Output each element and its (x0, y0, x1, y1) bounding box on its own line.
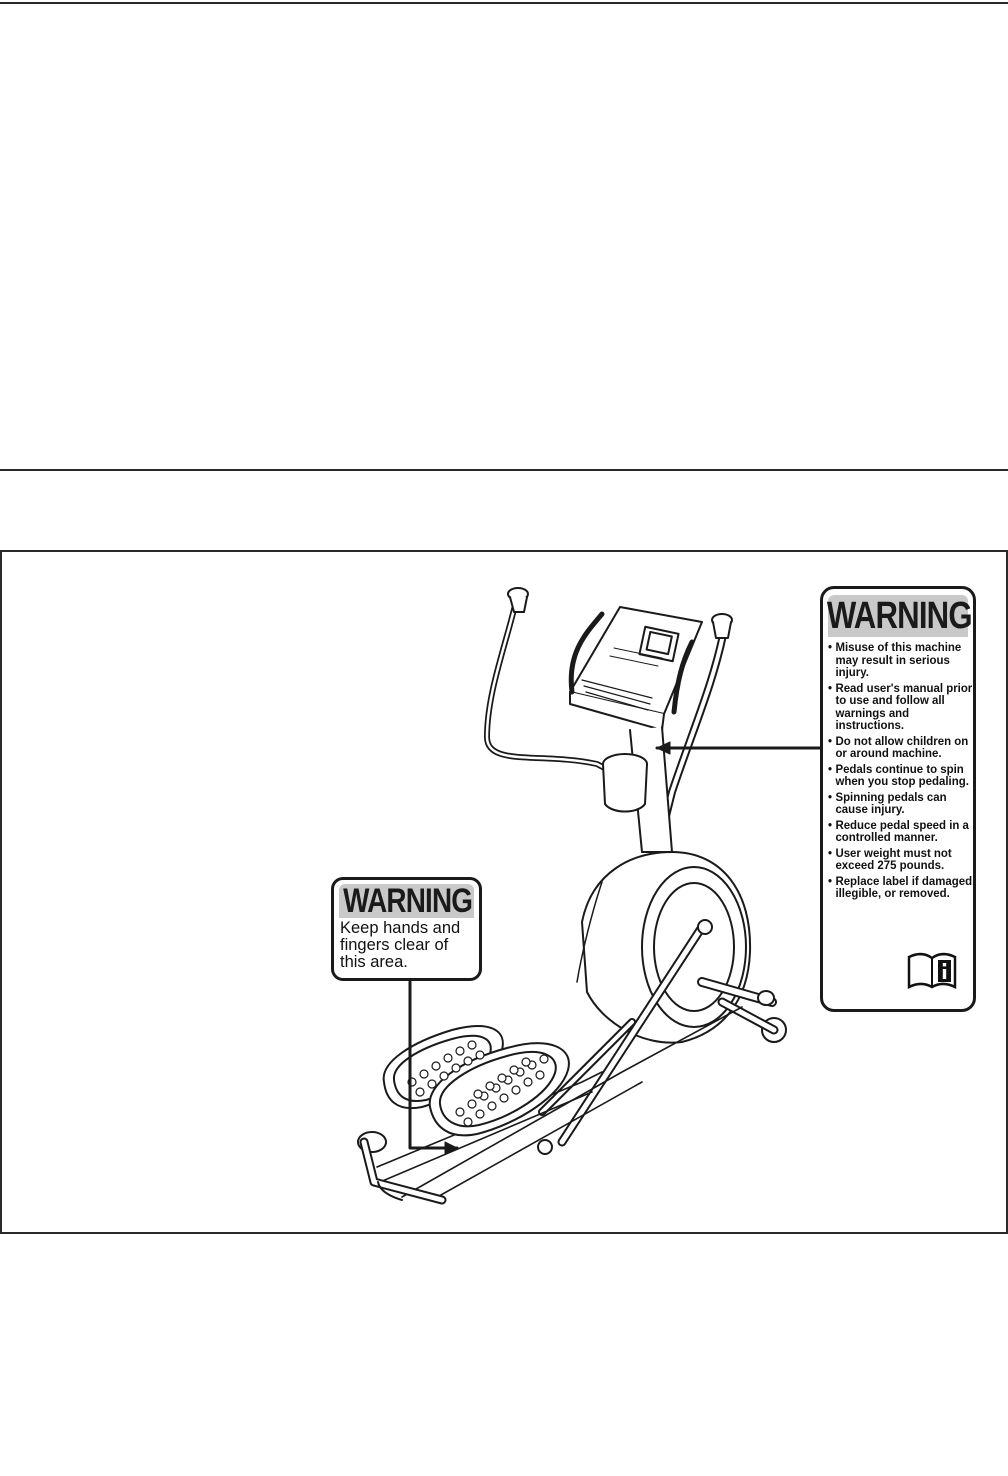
top-rule (0, 2, 1008, 4)
warning-header: WARNING (339, 881, 474, 920)
warning-heading: WARNING (343, 881, 473, 920)
warning-item: Reduce pedal speed in a controlled manne… (828, 818, 973, 844)
warning-label-figure: WARNING Keep hands and fingers clear of … (0, 550, 1008, 1234)
warning-heading: WARNING (826, 594, 973, 637)
console-warning-label: WARNING Misuse of this machine may resul… (820, 586, 976, 1012)
warning-item: Misuse of this machine may result in ser… (828, 641, 973, 679)
warning-item: Do not allow children on or around machi… (828, 734, 973, 760)
warning-item: Pedals continue to spin when you stop pe… (828, 762, 973, 788)
pedal-warning-label: WARNING Keep hands and fingers clear of … (331, 877, 482, 981)
read-manual-icon (907, 952, 957, 989)
warning-item: User weight must not exceed 275 pounds. (828, 846, 973, 872)
warning-item: Read user's manual prior to use and foll… (828, 681, 973, 732)
warning-item: Spinning pedals can cause injury. (828, 790, 973, 816)
warning-list: Misuse of this machine may result in ser… (823, 641, 973, 900)
section-divider (0, 469, 1008, 471)
elliptical-trainer-illustration (357, 587, 822, 1205)
warning-header: WARNING (827, 595, 972, 637)
warning-item: Replace label if damaged, illegible, or … (828, 874, 973, 900)
warning-body: Keep hands and fingers clear of this are… (334, 918, 479, 971)
warning-body-line: fingers clear of (340, 936, 449, 954)
warning-body-line: Keep hands and (340, 919, 461, 937)
warning-body-line: this area. (340, 953, 408, 971)
